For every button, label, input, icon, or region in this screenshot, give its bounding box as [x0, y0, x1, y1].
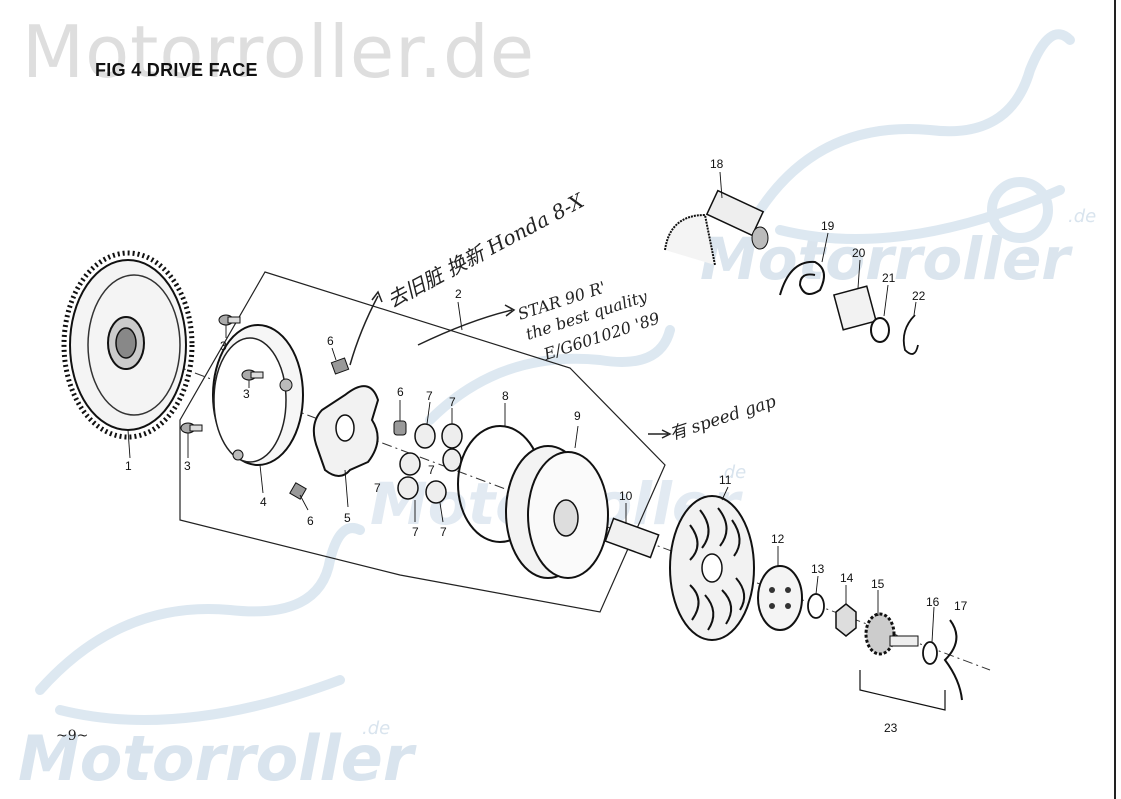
callout-7a: 7 — [426, 389, 433, 403]
callout-6a: 6 — [327, 334, 334, 348]
callout-12: 12 — [771, 532, 785, 546]
bracket-23 — [859, 670, 946, 711]
callout-21: 21 — [882, 271, 896, 285]
drive-face-housing-4 — [212, 324, 304, 466]
callout-18: 18 — [710, 157, 724, 171]
bolt-3b — [241, 369, 264, 381]
circlip-22 — [902, 314, 919, 355]
callout-9: 9 — [574, 409, 581, 423]
spring-clip-17 — [943, 619, 963, 701]
plate-12 — [757, 565, 803, 631]
callout-2: 2 — [455, 287, 462, 301]
washer-13 — [807, 593, 825, 619]
washer-21 — [870, 317, 890, 343]
callout-3b: 3 — [243, 387, 250, 401]
callout-10: 10 — [619, 489, 633, 503]
annotation-arrows — [349, 290, 672, 439]
callout-3a: 3 — [220, 339, 227, 353]
callout-5: 5 — [344, 511, 351, 525]
callout-1: 1 — [125, 459, 132, 473]
callout-20: 20 — [852, 246, 866, 260]
callout-17: 17 — [954, 599, 968, 613]
bushing-20 — [833, 285, 877, 331]
bolt-3a — [218, 314, 241, 326]
callout-22: 22 — [912, 289, 926, 303]
slider-clip-6b — [393, 420, 407, 436]
ramp-plate-5 — [312, 385, 380, 477]
callout-14: 14 — [840, 571, 854, 585]
slider-clip-6c — [289, 482, 307, 500]
collar-10 — [604, 517, 660, 559]
callout-7b: 7 — [449, 395, 456, 409]
callout-7e: 7 — [412, 525, 419, 539]
starter-gear-15 — [864, 612, 919, 656]
fan-drive-face-11 — [669, 495, 755, 641]
kick-starter-shaft-18 — [664, 189, 769, 266]
callout-6b: 6 — [397, 385, 404, 399]
callout-11: 11 — [719, 473, 732, 487]
leader-lines — [127, 171, 935, 643]
callout-4: 4 — [260, 495, 267, 509]
callout-19: 19 — [821, 219, 835, 233]
callout-23: 23 — [884, 721, 898, 735]
nut-14 — [835, 603, 857, 637]
callout-labels: 1 2 3 3 3 4 5 6 6 6 7 7 7 7 7 7 8 9 10 1… — [125, 157, 968, 735]
callout-15: 15 — [871, 577, 885, 591]
page-right-border — [1114, 0, 1116, 799]
callout-7d: 7 — [374, 481, 381, 495]
page-number: ~9~ — [56, 728, 89, 744]
bolt-3c — [180, 422, 203, 434]
movable-drive-face-9 — [505, 445, 609, 579]
figure-title: FIG 4 DRIVE FACE — [95, 60, 258, 80]
watermark-bottom: Motorroller — [18, 722, 414, 795]
watermark-suffix-right: .de — [1068, 206, 1097, 227]
callout-13: 13 — [811, 562, 825, 576]
roller-weights-7 — [397, 423, 463, 504]
ring-gear-1 — [61, 250, 195, 440]
slider-clip-6a — [330, 357, 350, 375]
callout-7c: 7 — [428, 463, 435, 477]
washer-16 — [922, 641, 938, 665]
watermark-suffix-mid: .de — [718, 462, 747, 483]
watermark-suffix-bottom: .de — [362, 718, 391, 739]
callout-6c: 6 — [307, 514, 314, 528]
watermark-top: Motorroller.de — [22, 10, 536, 94]
callout-7f: 7 — [440, 525, 447, 539]
kick-spring-19 — [779, 260, 825, 296]
callout-16: 16 — [926, 595, 940, 609]
callout-8: 8 — [502, 389, 509, 403]
callout-3c: 3 — [184, 459, 191, 473]
annotation-speed-gap: 有 speed gap — [667, 392, 778, 445]
scooter-watermark-graphic — [35, 29, 1075, 725]
